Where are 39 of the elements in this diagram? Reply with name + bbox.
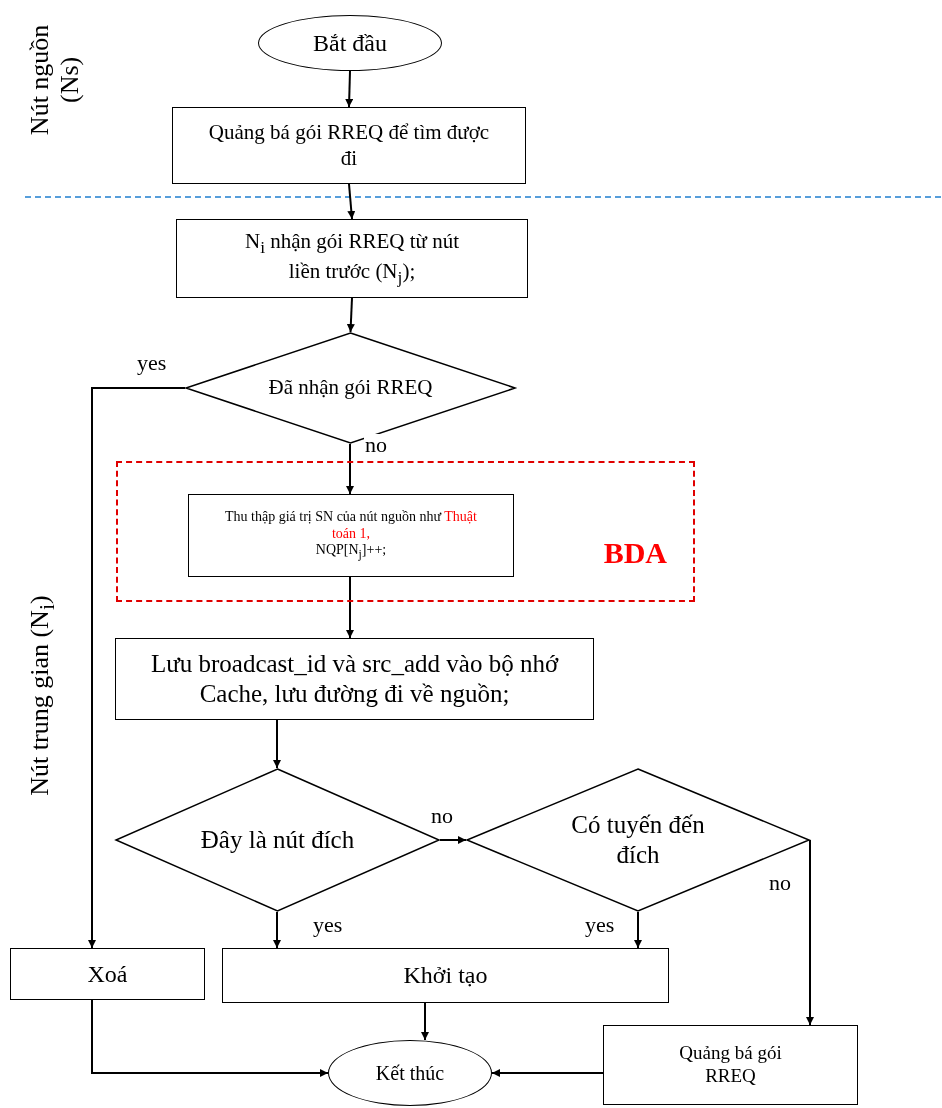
node-text: Quảng bá gói RREQ	[678, 1042, 783, 1088]
node-text: Lưu broadcast_id và src_add vào bộ nhớ Cache, lưu đường đi về nguồn;	[149, 649, 560, 709]
node-text: Thu thập giá trị SN của nút nguồn như Thuật toán 1,	[224, 508, 478, 543]
process-box	[115, 638, 594, 720]
node-text: Có tuyến đến đích	[570, 810, 706, 870]
process-box	[188, 494, 514, 577]
arrow	[806, 839, 814, 1026]
arrow	[273, 911, 281, 949]
node-text: Bắt đầu	[313, 28, 387, 58]
arrow	[91, 999, 329, 1077]
decision-diamond	[466, 768, 810, 912]
node-text: NQP[N$_{j}$]++;	[315, 542, 387, 563]
arrow	[345, 70, 354, 108]
arrow	[421, 1002, 429, 1041]
arrow	[273, 719, 281, 769]
arrow	[634, 911, 642, 949]
node-text: N$_{i}$ nhận gói RREQ từ nút liền trước (N$_{j}$);	[244, 229, 460, 288]
arrow	[347, 183, 356, 220]
arrow	[491, 1069, 604, 1077]
node-text: Khởi tạo	[403, 961, 488, 990]
arrow	[439, 836, 467, 844]
arrow	[346, 443, 354, 495]
process-box	[10, 948, 205, 1000]
node-text: Quảng bá gói RREQ để tìm được đi	[207, 120, 491, 171]
dashed-group-box	[116, 461, 695, 602]
process-box	[176, 219, 528, 298]
lane-label: Nút nguồn (Ns)	[25, 23, 85, 138]
group-title: BDA	[603, 535, 667, 571]
node-text: Kết thúc	[375, 1061, 445, 1085]
arrow	[88, 387, 186, 949]
arrow	[346, 297, 355, 333]
process-box	[603, 1025, 858, 1105]
node-text: Đây là nút đích	[200, 825, 355, 855]
node-text: Đã nhận gói RREQ	[268, 375, 433, 401]
process-box	[222, 948, 669, 1003]
arrow	[346, 576, 354, 639]
node-text: Xoá	[87, 959, 128, 989]
process-box	[172, 107, 526, 184]
decision-diamond	[185, 332, 516, 444]
